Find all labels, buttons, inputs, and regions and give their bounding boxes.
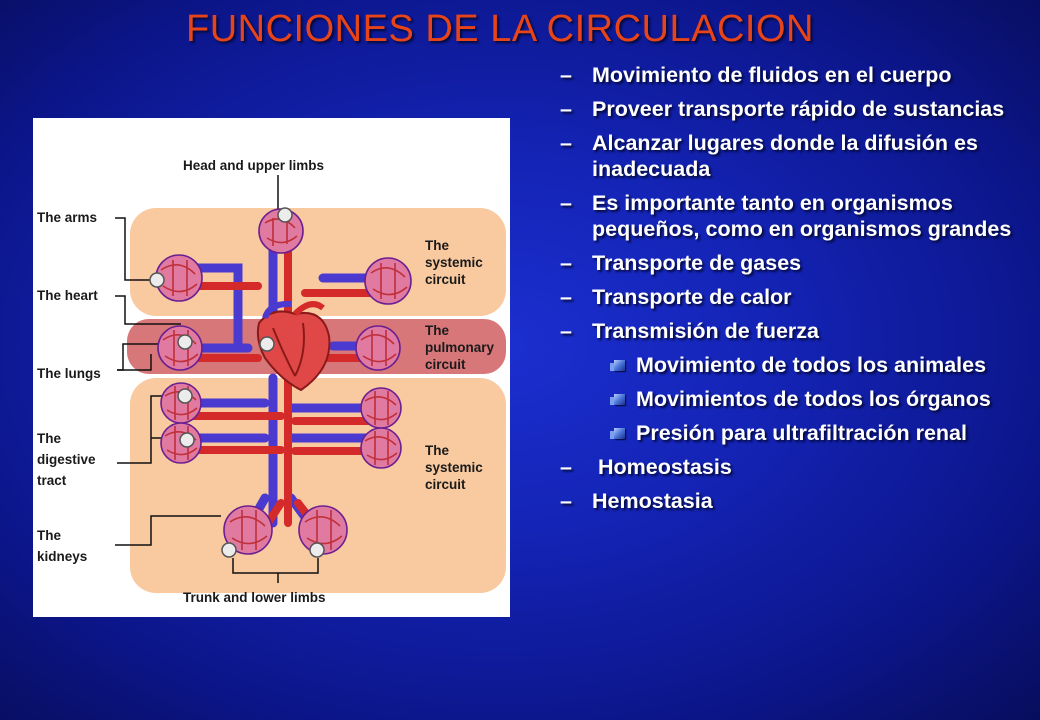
label-head: Head and upper limbs	[183, 158, 324, 173]
capillary-bed-gut-right-2	[360, 427, 402, 469]
capillary-bed-gut-left-1	[160, 382, 202, 424]
list-item: – Homeostasis	[560, 454, 1030, 480]
list-item: –Alcanzar lugares donde la difusión es i…	[560, 130, 1030, 182]
label-pulmonary-2: pulmonary	[425, 340, 495, 355]
dash-marker: –	[560, 63, 572, 87]
dash-marker: –	[560, 489, 572, 513]
leader-lines	[115, 175, 319, 583]
dash-marker: –	[560, 455, 572, 479]
label-systemic-bottom-1: The	[425, 443, 449, 458]
label-digestive-3: tract	[37, 473, 67, 488]
circulation-diagram-svg: Head and upper limbs The arms The heart …	[37, 158, 506, 605]
systemic-region-bottom	[130, 378, 506, 593]
sub-list-item: Presión para ultrafiltración renal	[560, 420, 1030, 446]
callout-markers	[149, 207, 325, 558]
capillary-bed-kidney-left	[223, 505, 273, 555]
label-digestive-1: The	[37, 431, 61, 446]
capillary-bed-gut-right-1	[360, 387, 402, 429]
square-bullet-icon	[610, 394, 625, 405]
slide-title: FUNCIONES DE LA CIRCULACION	[186, 8, 814, 50]
label-systemic-bottom-2: systemic	[425, 460, 483, 475]
label-pulmonary-3: circuit	[425, 357, 466, 372]
capillary-bed-arm-right	[364, 257, 412, 305]
list-item-text: Transmisión de fuerza	[592, 319, 820, 343]
sub-list-item-text: Movimiento de todos los animales	[636, 353, 987, 377]
label-trunk: Trunk and lower limbs	[183, 590, 326, 605]
label-lungs: The lungs	[37, 366, 101, 381]
dash-marker: –	[560, 251, 572, 275]
label-kidneys-2: kidneys	[37, 549, 87, 564]
label-arms: The arms	[37, 210, 97, 225]
circulation-diagram: Head and upper limbs The arms The heart …	[33, 118, 510, 617]
label-systemic-bottom-3: circuit	[425, 477, 466, 492]
list-item-text: Movimiento de fluidos en el cuerpo	[592, 63, 952, 87]
list-item: –Hemostasia	[560, 488, 1030, 514]
sub-list-item-text: Presión para ultrafiltración renal	[636, 421, 967, 445]
list-item: –Movimiento de fluidos en el cuerpo	[560, 62, 1030, 88]
capillary-beds	[155, 208, 412, 555]
functions-list: –Movimiento de fluidos en el cuerpo –Pro…	[560, 62, 1030, 522]
capillary-bed-kidney-right	[298, 505, 348, 555]
capillary-bed-lung-left	[157, 325, 203, 371]
list-item: –Transporte de gases	[560, 250, 1030, 276]
capillary-bed-lung-right	[355, 325, 401, 371]
list-item-text: Homeostasis	[592, 455, 732, 479]
list-item-text: Es importante tanto en organismos pequeñ…	[592, 191, 1012, 241]
sub-list-item: Movimientos de todos los órganos	[560, 386, 1030, 412]
list-item: –Proveer transporte rápido de sustancias	[560, 96, 1030, 122]
label-pulmonary-1: The	[425, 323, 449, 338]
dash-marker: –	[560, 285, 572, 309]
list-item: –Transporte de calor	[560, 284, 1030, 310]
list-item: –Transmisión de fuerza	[560, 318, 1030, 344]
list-item-text: Alcanzar lugares donde la difusión es in…	[592, 131, 978, 181]
sub-list-item: Movimiento de todos los animales	[560, 352, 1030, 378]
square-bullet-icon	[610, 428, 625, 439]
label-heart: The heart	[37, 288, 98, 303]
label-digestive-2: digestive	[37, 452, 96, 467]
label-systemic-top-1: The	[425, 238, 449, 253]
label-kidneys-1: The	[37, 528, 61, 543]
dash-marker: –	[560, 131, 572, 155]
list-item-text: Proveer transporte rápido de sustancias	[592, 97, 1005, 121]
dash-marker: –	[560, 97, 572, 121]
dash-marker: –	[560, 319, 572, 343]
list-item-text: Transporte de calor	[592, 285, 792, 309]
label-systemic-top-2: systemic	[425, 255, 483, 270]
list-item-text: Hemostasia	[592, 489, 713, 513]
heart	[256, 300, 331, 392]
square-bullet-icon	[610, 360, 625, 371]
list-item-text: Transporte de gases	[592, 251, 802, 275]
sub-list-item-text: Movimientos de todos los órganos	[636, 387, 991, 411]
label-systemic-top-3: circuit	[425, 272, 466, 287]
list-item: –Es importante tanto en organismos peque…	[560, 190, 1030, 242]
dash-marker: –	[560, 191, 572, 215]
